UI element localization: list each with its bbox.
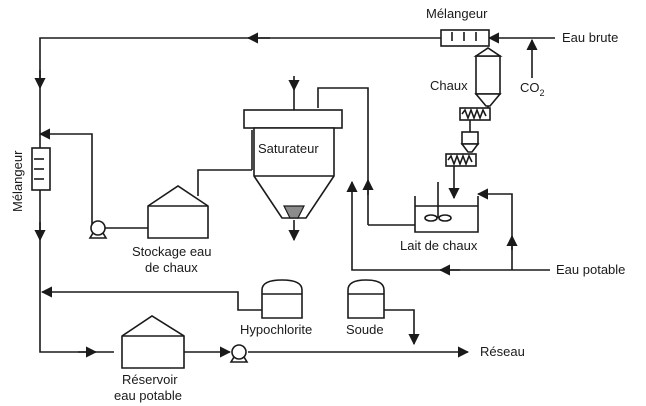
label-melangeur-top: Mélangeur	[426, 6, 488, 21]
label-co2: CO2	[520, 80, 545, 98]
label-co2-main: CO	[520, 80, 540, 95]
storage-pump	[88, 220, 108, 239]
label-chaux: Chaux	[430, 78, 468, 93]
pipe-left-vertical	[39, 190, 114, 353]
pipe-lime-to-saturator	[317, 87, 369, 225]
agitator-blade-left	[424, 214, 438, 222]
label-eau-potable: Eau potable	[556, 262, 625, 277]
left-mixer	[31, 147, 51, 191]
label-eau-brute: Eau brute	[562, 30, 618, 45]
lime-silo	[473, 47, 503, 107]
label-stockage-line1: Stockage eau	[132, 244, 212, 259]
pipe-potable-feed	[346, 180, 550, 271]
label-hypochlorite: Hypochlorite	[240, 322, 312, 337]
pipe-potable-to-lime	[476, 188, 513, 270]
pipe-hypochlorite	[40, 286, 262, 311]
potable-reservoir	[121, 315, 185, 369]
screw-conveyor-2	[445, 153, 477, 172]
small-hopper	[460, 131, 480, 153]
label-saturateur: Saturateur	[258, 141, 319, 156]
soude-tank	[347, 279, 385, 319]
agitator-blade-right	[438, 214, 452, 222]
label-melangeur-left: Mélangeur	[10, 150, 25, 212]
label-co2-sub: 2	[540, 88, 545, 98]
saturator-sludge	[283, 205, 305, 219]
label-reseau: Réseau	[480, 344, 525, 359]
pipe-top-to-left	[39, 37, 441, 148]
pipe-soude	[384, 309, 420, 346]
storage-tank	[147, 185, 209, 239]
network-pump	[229, 344, 249, 363]
screw-conveyor-1	[459, 107, 491, 121]
pipe-saturator-to-storage	[197, 169, 252, 196]
pipe-storage-return	[38, 128, 93, 228]
saturator	[243, 109, 343, 219]
label-soude: Soude	[346, 322, 384, 337]
hypochlorite-tank	[261, 279, 303, 319]
label-stockage-line2: de chaux	[145, 260, 198, 275]
top-mixer	[440, 29, 490, 47]
label-reservoir-line2: eau potable	[114, 388, 182, 403]
lime-milk-tank	[414, 182, 479, 233]
label-reservoir-line1: Réservoir	[122, 372, 178, 387]
label-lait-de-chaux: Lait de chaux	[400, 238, 478, 253]
